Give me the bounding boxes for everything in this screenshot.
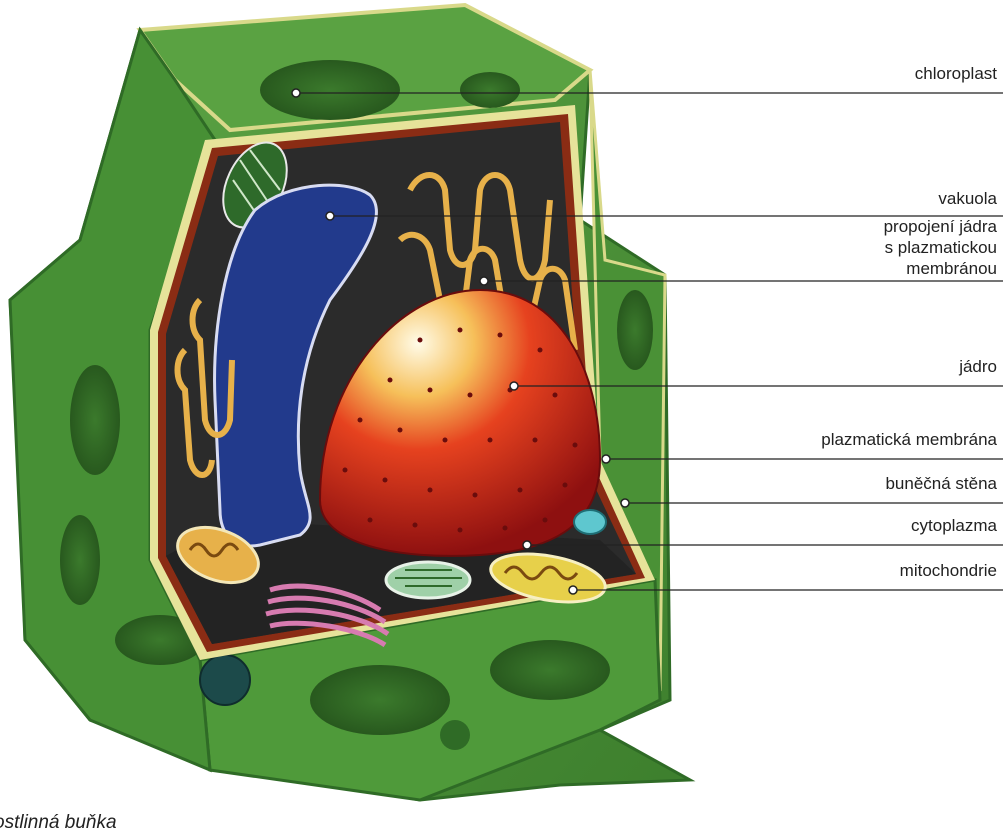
label-chloroplast: chloroplast [915,63,997,84]
chloroplast-blob [490,640,610,700]
chloroplast-blob [60,515,100,605]
label-plazmaticka-membrana: plazmatická membrána [821,429,997,450]
chloroplast-disk [386,562,470,598]
leader-dot-mitochondrie [569,586,577,594]
wall-granule [440,720,470,750]
chloroplast-blob [617,290,653,370]
label-vakuola: vakuola [938,188,997,209]
diagram-caption: ostlinná buňka [0,812,117,834]
leader-dot-plazmaticka [602,455,610,463]
leader-dot-cytoplazma [523,541,531,549]
leader-dot-vakuola [326,212,334,220]
label-bunecna-stena: buněčná stěna [885,473,997,494]
leader-dot-stena [621,499,629,507]
label-jadro: jádro [959,356,997,377]
cytoplasm-granule [574,510,606,534]
leader-dot-jadro [510,382,518,390]
wall-granule [200,655,250,705]
chloroplast-blob [260,60,400,120]
label-mitochondrie: mitochondrie [900,560,997,581]
leader-dot-propojeni [480,277,488,285]
chloroplast-blob [460,72,520,108]
leader-dot-chloroplast [292,89,300,97]
label-propojeni: propojení jádra s plazmatickou membránou [884,216,997,279]
label-cytoplazma: cytoplazma [911,515,997,536]
chloroplast-blob [310,665,450,735]
chloroplast-blob [70,365,120,475]
